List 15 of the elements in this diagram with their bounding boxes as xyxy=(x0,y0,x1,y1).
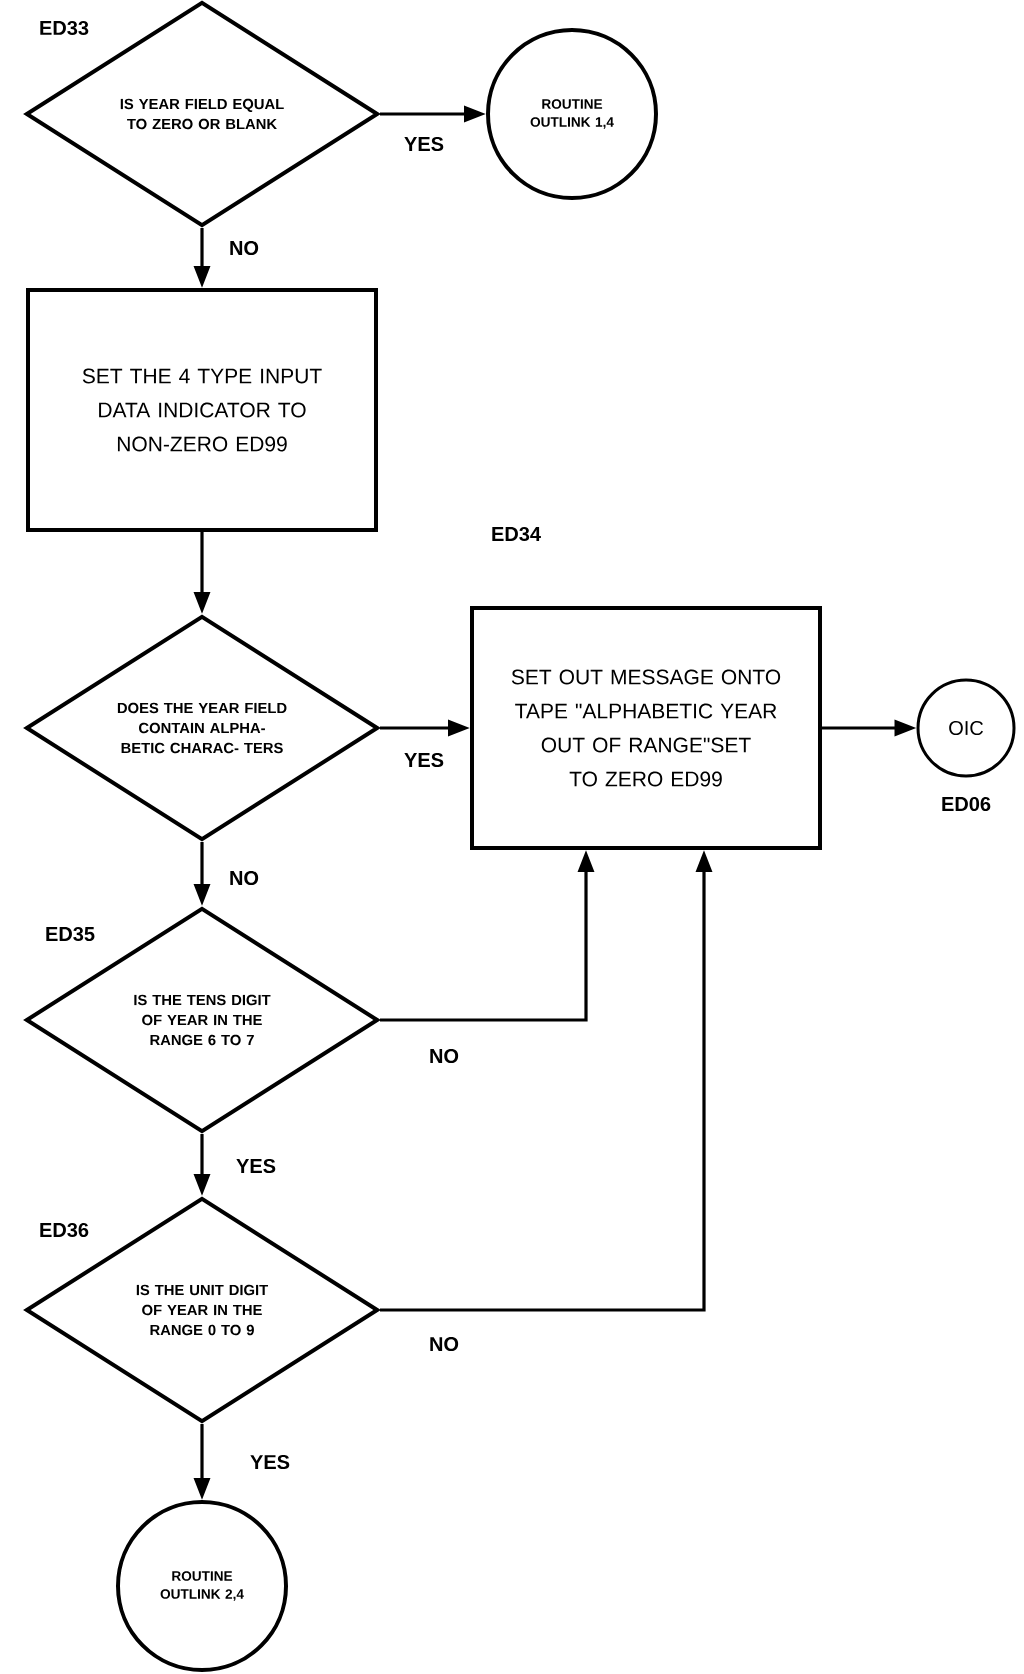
edge-label: NO xyxy=(427,1046,461,1066)
edge-label: YES xyxy=(402,750,446,770)
edge-label: NO xyxy=(427,1334,461,1354)
process-box: SET OUT MESSAGE ONTO TAPE "ALPHABETIC YEAR OUT OF RANGE"SET TO ZERO ED99 xyxy=(470,606,822,850)
edge-label: YES xyxy=(248,1452,292,1472)
edge-label: NO xyxy=(227,868,261,888)
edge-label: YES xyxy=(402,134,446,154)
process-box: SET THE 4 TYPE INPUT DATA INDICATOR TO NON-ZERO ED99 xyxy=(26,288,378,532)
step-code: ED36 xyxy=(40,1222,89,1238)
step-code: ED35 xyxy=(46,926,95,942)
step-code: ED06 xyxy=(942,796,991,812)
step-code: ED34 xyxy=(492,526,541,542)
edge-label: YES xyxy=(234,1156,278,1176)
step-code: ED33 xyxy=(40,20,89,36)
edge-label: NO xyxy=(227,238,261,258)
